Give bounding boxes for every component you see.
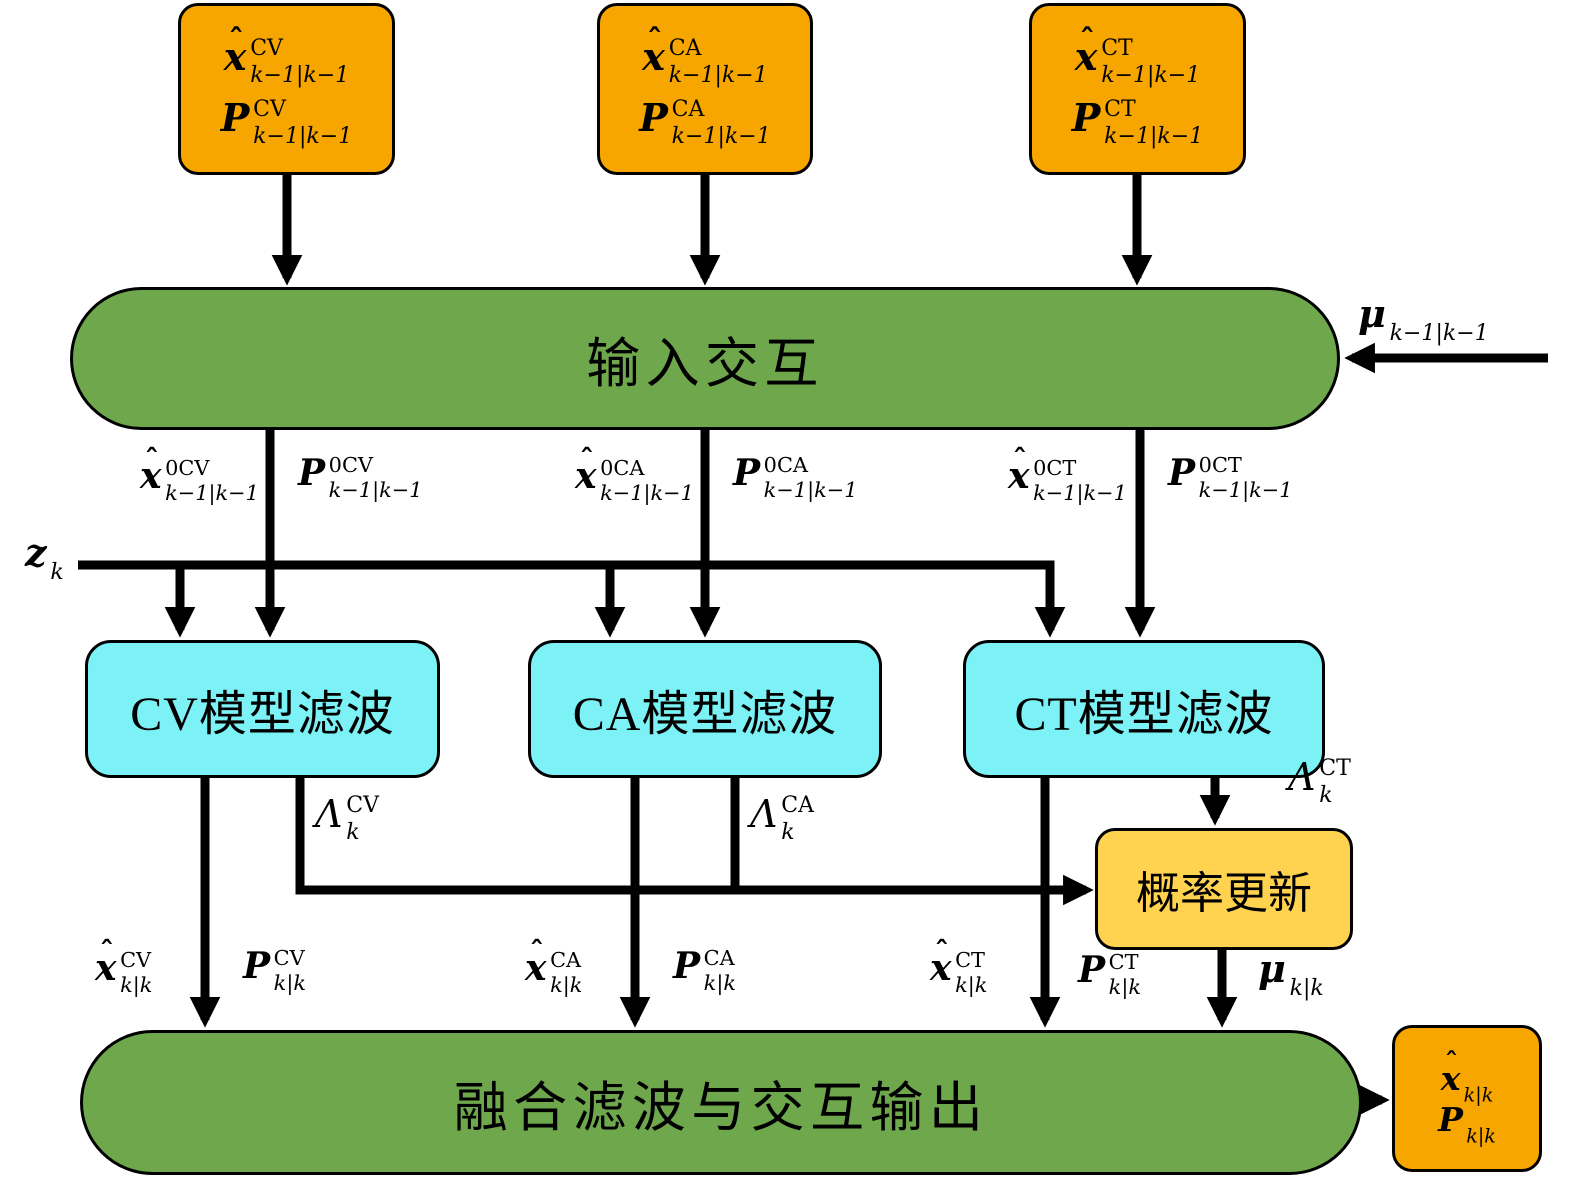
- filter-box-ct: CT模型滤波: [963, 640, 1325, 778]
- filter-ct-label: CT模型滤波: [1014, 688, 1274, 741]
- measurement-line-to-ct-filter: [78, 560, 1066, 638]
- filter-ca-label: CA模型滤波: [572, 688, 838, 741]
- likelihood-line-to-prob-update: [295, 778, 1094, 906]
- prob-update-box: 概率更新: [1095, 828, 1353, 950]
- fusion-output-label: 融合滤波与交互输出: [453, 1078, 989, 1138]
- filter-box-cv: CV模型滤波: [85, 640, 440, 778]
- input-interaction-label: 输入交互: [586, 334, 824, 394]
- fusion-output-bar: 融合滤波与交互输出: [80, 1030, 1362, 1175]
- filter-cv-label: CV模型滤波: [130, 688, 395, 741]
- filter-box-ca: CA模型滤波: [528, 640, 882, 778]
- prob-update-label: 概率更新: [1136, 869, 1312, 918]
- input-interaction-bar: 输入交互: [70, 287, 1340, 430]
